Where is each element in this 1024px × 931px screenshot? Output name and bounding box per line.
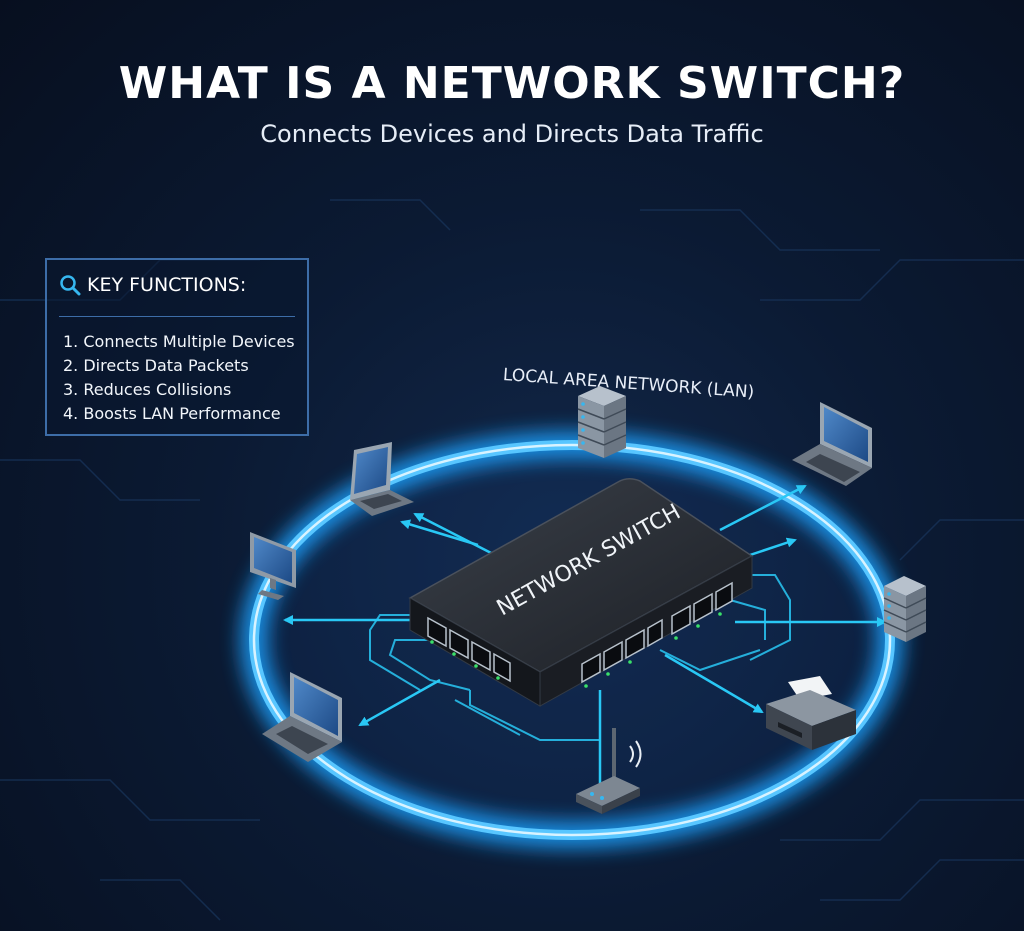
wireless-router-icon xyxy=(576,728,642,814)
page-subtitle: Connects Devices and Directs Data Traffi… xyxy=(260,120,764,148)
printer-icon xyxy=(766,676,856,750)
key-functions-heading: KEY FUNCTIONS: xyxy=(87,274,247,296)
list-item: 4. Boosts LAN Performance xyxy=(63,404,281,423)
network-switch: NETWORK SWITCH xyxy=(408,478,754,707)
switch-traces xyxy=(369,574,791,741)
arrow-to-printer xyxy=(664,653,764,714)
panel-divider xyxy=(59,316,295,317)
laptop-icon xyxy=(792,402,872,486)
port-leds xyxy=(430,612,722,688)
switch-ports-left xyxy=(427,616,511,683)
arrow-to-laptop-bottom xyxy=(358,678,441,727)
monitor-icon xyxy=(250,532,296,600)
laptop-icon xyxy=(262,672,342,762)
server-icon xyxy=(883,576,927,642)
arrow-to-laptop-right xyxy=(719,484,807,532)
key-functions-list: 1. Connects Multiple Devices 2. Directs … xyxy=(63,330,295,426)
search-icon xyxy=(60,275,81,296)
arrow-to-monitor xyxy=(413,512,496,557)
key-functions-panel: KEY FUNCTIONS: 1. Connects Multiple Devi… xyxy=(45,258,309,436)
key-functions-header: KEY FUNCTIONS: xyxy=(59,274,246,296)
laptop-icon xyxy=(350,442,414,516)
list-item: 1. Connects Multiple Devices xyxy=(63,332,295,351)
circuit-traces xyxy=(0,199,1024,921)
page-title: WHAT IS A NETWORK SWITCH? xyxy=(118,58,906,109)
list-item: 2. Directs Data Packets xyxy=(63,356,249,375)
data-arrows xyxy=(283,484,887,795)
switch-ports-right xyxy=(581,581,733,684)
server-icon xyxy=(577,386,627,458)
list-item: 3. Reduces Collisions xyxy=(63,380,232,399)
